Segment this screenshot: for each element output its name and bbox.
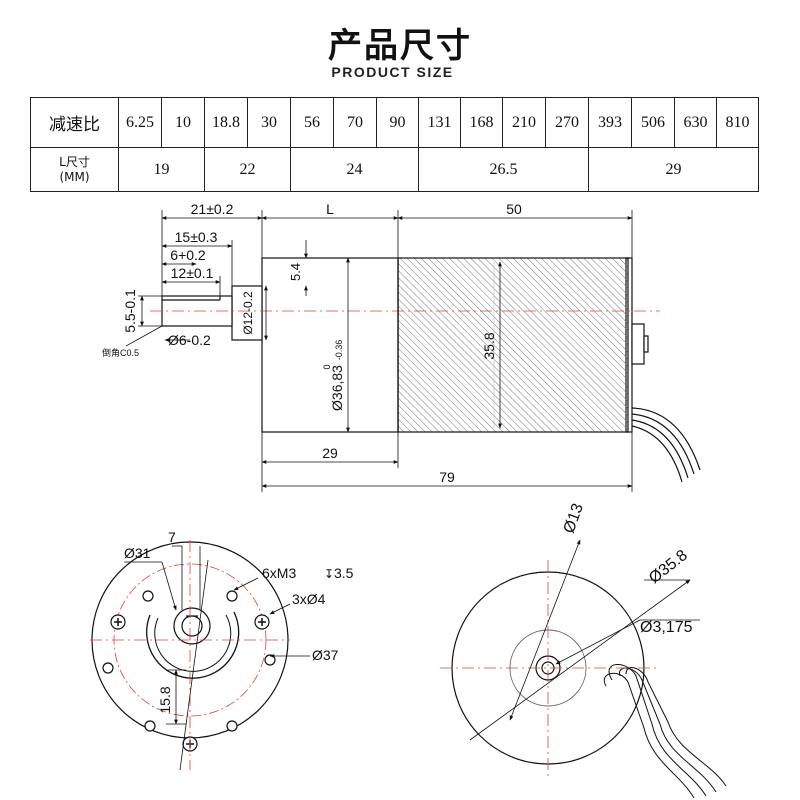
dim-label-6: 6+0.2 (170, 247, 206, 263)
length-cell: 22 (204, 147, 291, 192)
dim-label-phi13: Ø13 (561, 501, 587, 535)
m3-hole (264, 654, 276, 666)
length-cell: 19 (118, 147, 205, 192)
rear-terminal (631, 323, 645, 365)
reduction-ratio-table: 减速比 6.25 10 18.8 30 56 70 90 131 168 210… (30, 97, 759, 192)
rear-wire (619, 667, 717, 793)
leader-phi31-arrow (161, 561, 177, 611)
dim-label-phi12: Ø12-0.2 (241, 291, 255, 335)
ratio-cell: 630 (674, 97, 717, 148)
dim-label-3683: Ø36,83 (329, 365, 345, 411)
ratio-cell: 393 (588, 97, 632, 148)
length-header-cell: L尺寸 (MM) (30, 147, 119, 192)
ratio-cell: 18.8 (204, 97, 248, 148)
dim-label-L: L (326, 201, 334, 217)
wire (631, 425, 683, 483)
dim-label-3683-tol-upper: 0 (322, 364, 332, 369)
boss-arc (146, 611, 240, 679)
dim-label-12: 12±0.1 (171, 265, 214, 281)
dim-label-m3-depth: 3.5 (334, 565, 354, 581)
chamfer-label: 倒角C0.5 (102, 347, 139, 358)
page-title: 产品尺寸 (328, 26, 472, 66)
wire (631, 407, 701, 471)
ratio-cell: 210 (502, 97, 546, 148)
m3-hole (226, 590, 238, 602)
dim-label-phi3175: Ø3,175 (640, 619, 693, 636)
dim-label-7: 7 (168, 529, 176, 545)
ratio-cell: 131 (418, 97, 461, 148)
side-view (150, 257, 701, 483)
dim-label-79: 79 (439, 469, 455, 485)
ratio-row: 减速比 6.25 10 18.8 30 56 70 90 131 168 210… (30, 97, 759, 148)
front-dimensions (124, 545, 310, 771)
motor-body (397, 257, 629, 433)
ratio-cell: 168 (460, 97, 503, 148)
wire (631, 413, 695, 475)
ratio-cell: 810 (716, 97, 759, 148)
length-header-line1: L尺寸 (59, 154, 90, 169)
page-subtitle: PRODUCT SIZE (331, 64, 454, 80)
rear-terminal-tip (643, 335, 649, 353)
dim-label-phi6: Ø6-0.2 (168, 332, 211, 348)
dim-label-m3: 6xM3 (262, 565, 296, 581)
length-cell: 29 (588, 147, 759, 192)
dim-label-phi358: Ø35.8 (646, 547, 691, 587)
dim-label-3683-tol-lower: -0.36 (334, 340, 344, 361)
ratio-cell: 30 (247, 97, 291, 148)
front-dim-labels: Ø31 7 6xM3 ↧ 3.5 3xØ4 Ø37 15.8 (124, 529, 354, 714)
front-view (90, 540, 290, 770)
length-cell: 24 (290, 147, 419, 192)
boss-arc-inner (154, 614, 232, 672)
m3-hole (226, 720, 238, 732)
rear-wire (608, 664, 707, 797)
dim-label-29: 29 (322, 445, 338, 461)
rear-dimensions (469, 539, 700, 741)
ratio-cell: 56 (290, 97, 334, 148)
dim-label-phi37: Ø37 (312, 647, 339, 663)
dim-label-50: 50 (506, 201, 522, 217)
length-header-line2: (MM) (59, 169, 90, 184)
length-cell: 26.5 (418, 147, 589, 192)
dim-label-15: 15±0.3 (175, 229, 218, 245)
dim-label-158: 15.8 (157, 686, 173, 713)
chamfer-leader (125, 325, 163, 347)
dim-label-54: 5.4 (288, 263, 303, 281)
m3-hole (142, 590, 154, 602)
leader-m3 (233, 577, 259, 591)
dim-label-55: 5.5-0.1 (122, 289, 138, 333)
dim-label-phi31: Ø31 (124, 545, 151, 561)
dim-label-3x4: 3xØ4 (292, 591, 326, 607)
leader-3x4 (269, 603, 291, 615)
dim-line-phi13 (509, 539, 581, 721)
dim-line-phi358 (469, 579, 691, 741)
side-dimensions (125, 210, 633, 492)
rear-wire (603, 672, 695, 799)
m3-hole (102, 662, 114, 674)
rear-wire (625, 667, 727, 787)
dim-label-358: 35.8 (481, 332, 497, 359)
diagonal-line (179, 559, 209, 771)
wire (631, 419, 689, 479)
m3-hole (144, 720, 156, 732)
rear-view (440, 560, 727, 799)
dim-line-phi3175 (555, 619, 641, 665)
depth-symbol: ↧ (324, 567, 334, 581)
side-dim-labels: 21±0.2 L 50 15±0.3 6+0.2 12±0.1 5.4 5.5-… (102, 201, 522, 485)
dim-label-21: 21±0.2 (191, 201, 234, 217)
length-row: L尺寸 (MM) 19 22 24 26.5 29 (30, 147, 759, 192)
